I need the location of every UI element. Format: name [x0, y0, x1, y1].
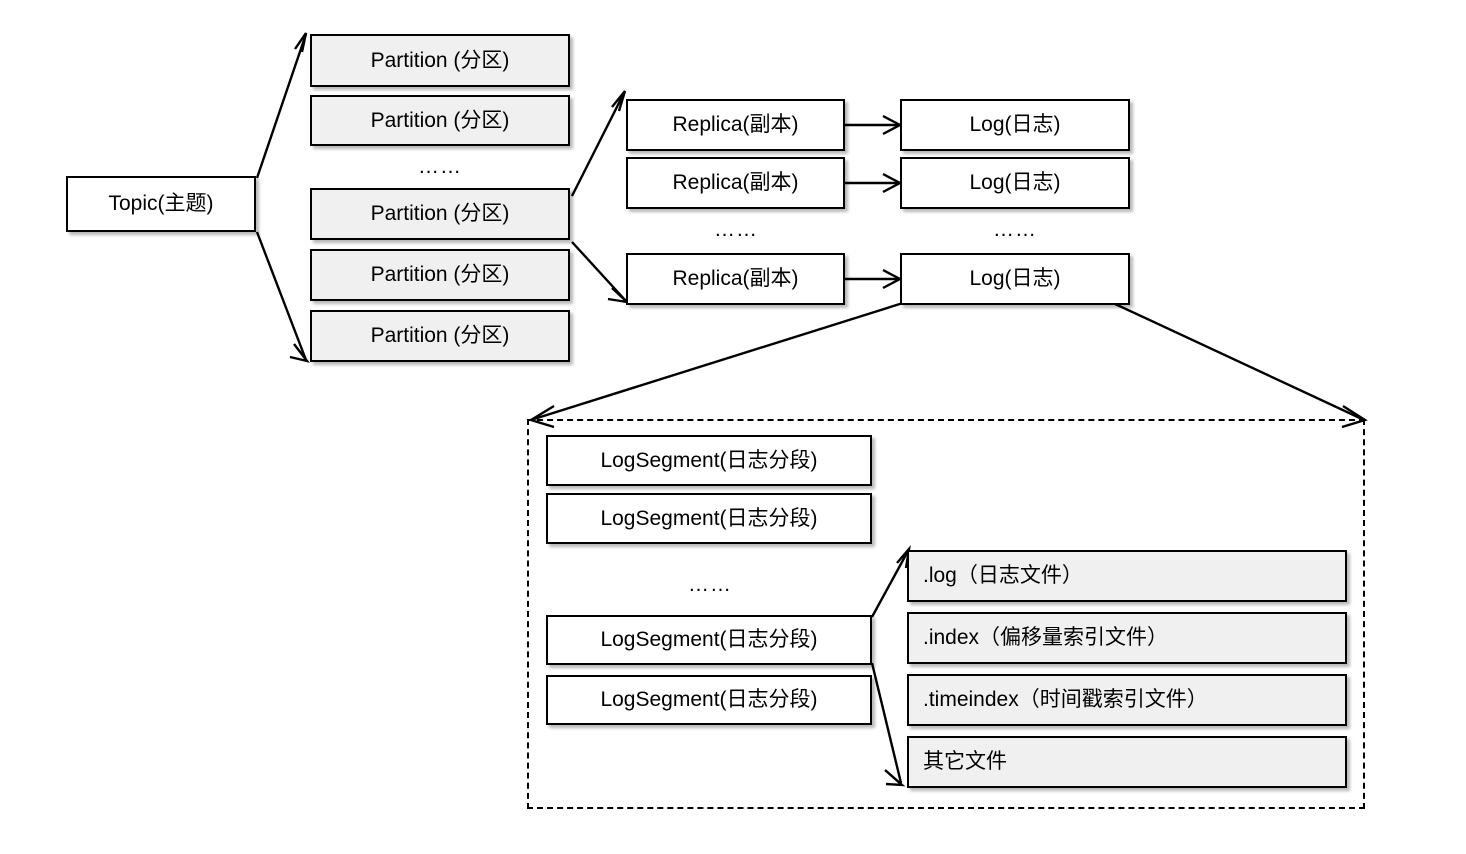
node-partition-3-label: Partition (分区): [370, 202, 510, 226]
edge-log-to-segment-region-right: [1112, 301, 1368, 429]
node-partition-2-label: Partition (分区): [370, 108, 510, 132]
log-segment-region: [527, 419, 1365, 809]
node-partition-4[interactable]: Partition (分区): [310, 249, 570, 301]
node-file-timeindex[interactable]: .timeindex（时间戳索引文件）: [907, 674, 1347, 726]
node-log-segment-2[interactable]: LogSegment(日志分段): [546, 493, 872, 544]
node-file-index[interactable]: .index（偏移量索引文件）: [907, 612, 1347, 664]
node-log-2-label: Log(日志): [969, 171, 1061, 195]
node-topic[interactable]: Topic(主题): [66, 176, 256, 232]
edge-partition-to-replica-bottom: [571, 241, 631, 304]
node-log-segment-3-label: LogSegment(日志分段): [600, 628, 818, 652]
node-replica-2-label: Replica(副本): [672, 171, 799, 195]
node-file-other[interactable]: 其它文件: [907, 736, 1347, 788]
edge-topic-to-partition-bottom: [255, 231, 310, 363]
node-topic-label: Topic(主题): [108, 192, 214, 216]
node-replica-3[interactable]: Replica(副本): [626, 253, 845, 305]
node-partition-3[interactable]: Partition (分区): [310, 188, 570, 240]
log-ellipsis: ……: [993, 218, 1037, 241]
node-partition-4-label: Partition (分区): [370, 263, 510, 287]
edge-topic-to-partition-top: [255, 32, 308, 179]
edge-replica2-to-log2: [845, 172, 903, 194]
node-file-timeindex-label: .timeindex（时间戳索引文件）: [923, 688, 1208, 712]
edge-replica1-to-log1: [845, 114, 903, 136]
node-partition-5-label: Partition (分区): [370, 324, 510, 348]
partition-ellipsis: ……: [418, 155, 462, 178]
node-replica-1-label: Replica(副本): [672, 113, 799, 137]
node-replica-2[interactable]: Replica(副本): [626, 157, 845, 209]
edge-replica3-to-log3: [845, 268, 903, 290]
node-partition-2[interactable]: Partition (分区): [310, 95, 570, 146]
node-file-other-label: 其它文件: [923, 750, 1007, 774]
node-log-segment-4[interactable]: LogSegment(日志分段): [546, 675, 872, 725]
node-log-segment-1[interactable]: LogSegment(日志分段): [546, 435, 872, 486]
node-log-3-label: Log(日志): [969, 267, 1061, 291]
node-log-segment-3[interactable]: LogSegment(日志分段): [546, 615, 872, 665]
node-partition-1-label: Partition (分区): [370, 48, 510, 72]
node-log-2[interactable]: Log(日志): [900, 157, 1130, 209]
node-partition-1[interactable]: Partition (分区): [310, 34, 570, 87]
node-partition-5[interactable]: Partition (分区): [310, 310, 570, 362]
node-file-index-label: .index（偏移量索引文件）: [923, 626, 1169, 650]
node-log-3[interactable]: Log(日志): [900, 253, 1130, 305]
node-log-1[interactable]: Log(日志): [900, 99, 1130, 151]
edge-partition-to-replica-top: [570, 90, 627, 197]
node-log-segment-1-label: LogSegment(日志分段): [600, 448, 818, 472]
log-segment-ellipsis: ……: [688, 573, 732, 596]
replica-ellipsis: ……: [714, 218, 758, 241]
node-log-segment-2-label: LogSegment(日志分段): [600, 506, 818, 530]
node-replica-1[interactable]: Replica(副本): [626, 99, 845, 151]
node-file-log-label: .log（日志文件）: [923, 564, 1083, 588]
node-replica-3-label: Replica(副本): [672, 267, 799, 291]
node-file-log[interactable]: .log（日志文件）: [907, 550, 1347, 602]
node-log-segment-4-label: LogSegment(日志分段): [600, 688, 818, 712]
node-log-1-label: Log(日志): [969, 113, 1061, 137]
edge-log-to-segment-region-left: [528, 301, 904, 429]
